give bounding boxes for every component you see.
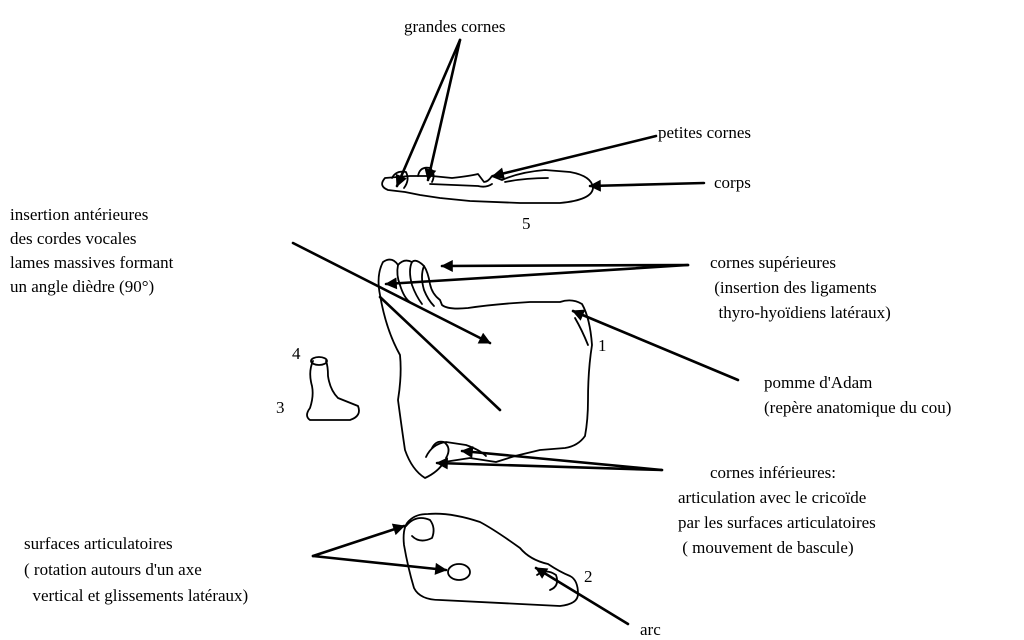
label-insertion-line1: insertion antérieures bbox=[10, 205, 149, 224]
label-cornes-inf-line4: ( mouvement de bascule) bbox=[678, 538, 854, 557]
label-surfaces-line3: vertical et glissements latéraux) bbox=[24, 586, 249, 605]
arrow-surfaces-art-1 bbox=[311, 523, 406, 558]
arrow-grandes-cornes-2 bbox=[424, 38, 462, 182]
label-surfaces-line2: ( rotation autours d'un axe bbox=[24, 560, 202, 579]
arytenoid-cartilage-shape bbox=[306, 356, 360, 421]
number-2: 2 bbox=[584, 567, 593, 586]
label-grandes-cornes: grandes cornes bbox=[404, 17, 506, 36]
thyroid-cartilage-shape bbox=[377, 258, 593, 479]
label-corps: corps bbox=[714, 173, 751, 192]
hyoid-bone-shape bbox=[381, 166, 594, 204]
arrow-insertion-line bbox=[378, 295, 502, 412]
label-surfaces-line1: surfaces articulatoires bbox=[24, 534, 173, 553]
label-insertion-line2: des cordes vocales bbox=[10, 229, 137, 248]
label-petites-cornes: petites cornes bbox=[658, 123, 751, 142]
arrow-cornes-sup-2 bbox=[384, 263, 690, 290]
label-cornes-inf-line2: articulation avec le cricoïde bbox=[678, 488, 867, 507]
arrow-arc bbox=[534, 566, 630, 626]
arrow-insertion-main bbox=[291, 241, 492, 345]
number-3: 3 bbox=[276, 398, 285, 417]
cricoid-cartilage-shape bbox=[402, 512, 579, 607]
label-cornes-inf-line3: par les surfaces articulatoires bbox=[678, 513, 876, 532]
number-1: 1 bbox=[598, 336, 607, 355]
label-cornes-sup-line3: thyro-hyoïdiens latéraux) bbox=[710, 303, 891, 322]
label-cornes-sup-line1: cornes supérieures bbox=[710, 253, 837, 272]
number-5: 5 bbox=[522, 214, 531, 233]
label-cornes-inf-line1: cornes inférieures: bbox=[710, 463, 837, 482]
arrow-surfaces-art-2 bbox=[311, 554, 448, 575]
label-insertion-line3: lames massives formant bbox=[10, 253, 174, 272]
arrow-cornes-inf-1 bbox=[435, 457, 664, 472]
label-insertion-line4: un angle dièdre (90°) bbox=[10, 277, 155, 296]
label-pomme-adam-line1: pomme d'Adam bbox=[764, 373, 873, 392]
label-pomme-adam-line2: (repère anatomique du cou) bbox=[764, 398, 952, 417]
arrow-cornes-sup-1 bbox=[440, 259, 690, 272]
arrow-pomme-adam bbox=[571, 309, 740, 382]
arrow-cornes-inf-2 bbox=[460, 446, 664, 472]
label-cornes-sup-line2: (insertion des ligaments bbox=[710, 278, 877, 297]
arrow-petites-cornes bbox=[491, 134, 658, 180]
label-arc: arc bbox=[640, 620, 661, 639]
arrow-corps bbox=[588, 179, 706, 192]
number-4: 4 bbox=[292, 344, 301, 363]
arrow-grandes-cornes-1 bbox=[395, 38, 462, 188]
